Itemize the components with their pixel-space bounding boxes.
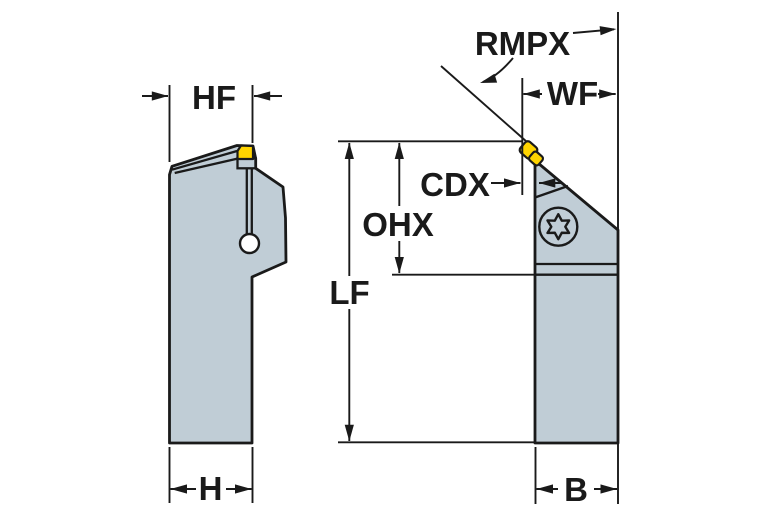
- hf-arrowhead-right: [253, 91, 271, 101]
- wf-arrowhead-left: [523, 89, 540, 99]
- ramp-construction-line: [440, 65, 528, 143]
- extension-lines: [168, 12, 619, 504]
- rmpx-arrowhead-edge: [599, 24, 617, 36]
- insert-pocket-line: [534, 184, 569, 199]
- h-label: H: [199, 470, 223, 507]
- torx-screw-icon: [546, 213, 571, 241]
- ohx-label: OHX: [362, 206, 434, 243]
- b-arrowhead-left: [536, 484, 553, 494]
- hf-arrowhead-left: [151, 91, 169, 101]
- lf-arrowhead-down: [344, 424, 354, 442]
- dimension-labels: HF H RMPX WF CDX OHX LF B: [192, 25, 598, 508]
- side-view: [440, 65, 620, 445]
- b-label: B: [564, 471, 588, 508]
- cutting-insert-side-lower-lobe: [527, 150, 545, 167]
- front-view: [168, 144, 288, 445]
- wf-label: WF: [547, 75, 598, 112]
- h-arrowhead-left: [170, 484, 187, 494]
- dimension-lines: [142, 24, 617, 494]
- wf-arrowhead-right: [599, 89, 616, 99]
- cutting-insert-front: [236, 144, 255, 161]
- lf-label: LF: [329, 274, 369, 311]
- lf-arrowhead-up: [344, 142, 354, 159]
- clamp-seam-line-lower: [174, 157, 239, 175]
- cdx-label: CDX: [420, 166, 490, 203]
- hf-label: HF: [192, 79, 236, 116]
- clamp-screw-ring: [538, 206, 579, 247]
- ohx-arrowhead-up: [394, 142, 404, 159]
- ohx-arrowhead-down: [394, 257, 404, 274]
- b-arrowhead-right: [600, 484, 617, 494]
- front-view-body: [168, 144, 288, 445]
- h-arrowhead-right: [235, 484, 252, 494]
- rmpx-label: RMPX: [475, 25, 570, 62]
- rmpx-arrowhead-ramp: [478, 73, 498, 88]
- cdx-arrowhead-outer: [504, 178, 521, 188]
- side-view-body: [533, 159, 620, 445]
- clamp-seam-line-upper: [171, 149, 238, 171]
- relief-hole: [238, 232, 261, 255]
